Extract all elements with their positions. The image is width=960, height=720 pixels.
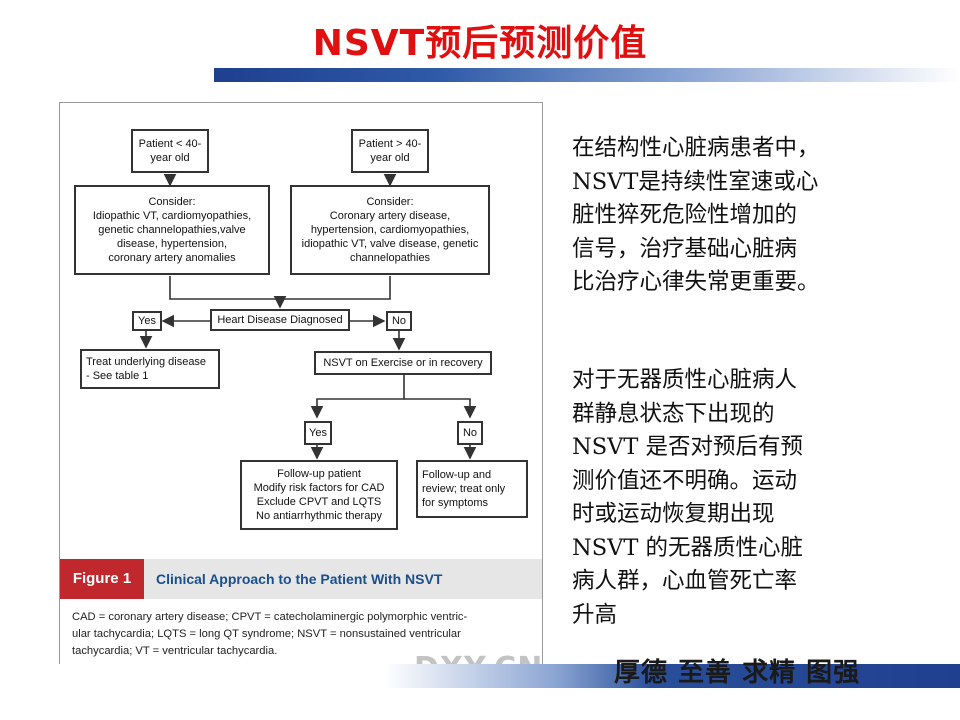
- figure-caption: CAD = coronary artery disease; CPVT = ca…: [72, 611, 468, 657]
- box-no-2: No: [457, 421, 483, 445]
- box-followup-review: Follow-up and review; treat only for sym…: [416, 460, 528, 518]
- figure-panel: Patient < 40-year old Patient > 40-year …: [59, 102, 543, 686]
- arrow-nsvt-yes2: [310, 375, 405, 419]
- box-consider-young: Consider: Idiopathic VT, cardiomyopathie…: [74, 185, 270, 275]
- figure-label-band: Figure 1 Clinical Approach to the Patien…: [60, 559, 542, 599]
- flowchart-connectors: [139, 173, 477, 460]
- box-patient-under-40: Patient < 40-year old: [131, 129, 209, 173]
- figure-number: Figure 1: [60, 559, 144, 599]
- school-motto: 厚德 至善 求精 图强: [614, 658, 861, 688]
- box-followup-patient: Follow-up patient Modify risk factors fo…: [240, 460, 398, 530]
- slide-title: NSVT预后预测价值: [312, 23, 648, 64]
- arrow-nsvt-no2: [404, 398, 477, 419]
- box-no-1: No: [386, 311, 412, 331]
- box-yes-1: Yes: [132, 311, 162, 331]
- connector-consider-merge: [169, 276, 391, 300]
- side-paragraph-2: 对于无器质性心脏病人 群静息状态下出现的 NSVT 是否对预后有预 测价值还不明…: [572, 367, 804, 628]
- box-nsvt-exercise: NSVT on Exercise or in recovery: [314, 351, 492, 375]
- box-patient-over-40: Patient > 40-year old: [351, 129, 429, 173]
- title-underline-bar: [214, 68, 960, 82]
- box-yes-2: Yes: [304, 421, 332, 445]
- figure-title: Clinical Approach to the Patient With NS…: [156, 571, 443, 587]
- box-treat-underlying: Treat underlying disease- See table 1: [80, 349, 220, 389]
- bottom-gradient-band: [0, 664, 960, 688]
- side-paragraph-1: 在结构性心脏病患者中， NSVT是持续性室速或心 脏性猝死危险性增加的 信号，治…: [572, 135, 820, 295]
- box-heart-disease-diagnosed: Heart Disease Diagnosed: [210, 309, 350, 331]
- box-consider-old: Consider: Coronary artery disease, hyper…: [290, 185, 490, 275]
